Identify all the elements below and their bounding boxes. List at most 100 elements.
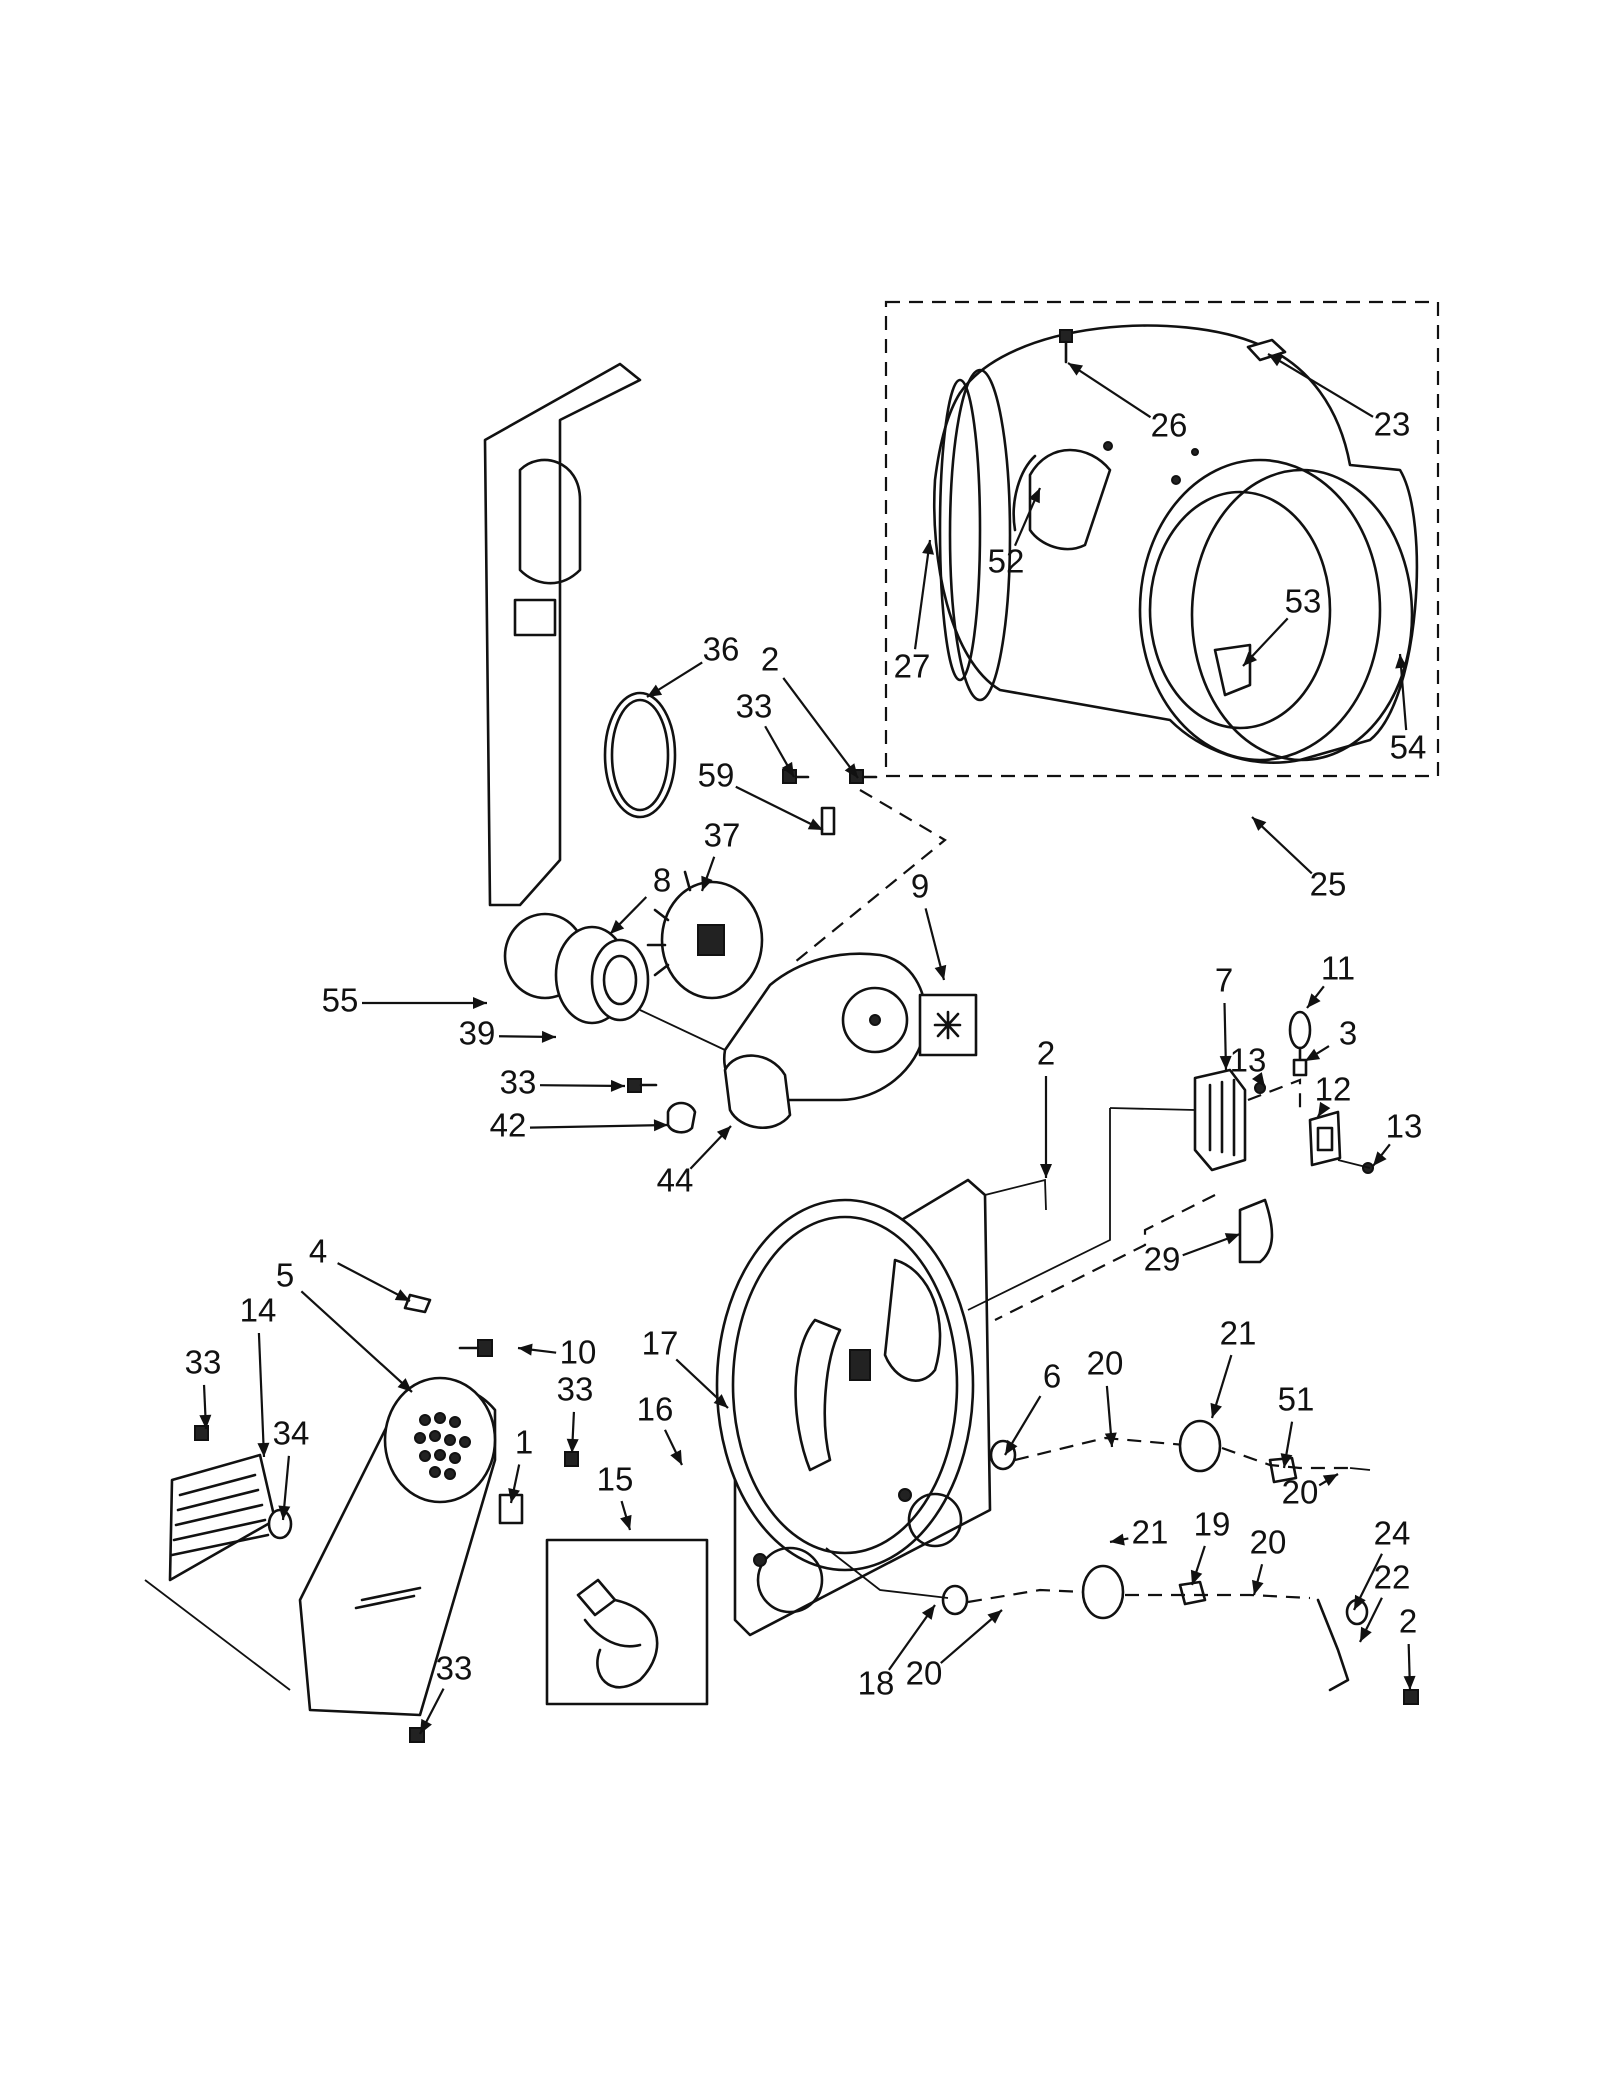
callout-c2a: 2 <box>761 641 779 678</box>
callout-leaders <box>199 353 1416 1735</box>
arrowhead-c33b <box>610 1079 625 1092</box>
arrowhead-c20d <box>987 1610 1002 1624</box>
arrowhead-c11 <box>1307 993 1321 1008</box>
callout-c7: 7 <box>1215 962 1233 999</box>
arrowhead-c33d <box>566 1438 579 1453</box>
arrowhead-c22 <box>1360 1626 1372 1642</box>
arrowhead-c54 <box>1395 654 1408 669</box>
arrowhead-c20c <box>1322 1474 1338 1487</box>
arrowhead-c3 <box>1305 1048 1321 1061</box>
arrowhead-c13a <box>1252 1072 1265 1087</box>
heater-assembly <box>144 1293 579 1743</box>
arrowhead-c34 <box>278 1505 291 1520</box>
callout-c16: 16 <box>637 1391 674 1428</box>
arrowhead-c51 <box>1280 1453 1293 1468</box>
arrowhead-c59 <box>807 818 823 830</box>
leader-c59 <box>735 785 824 831</box>
arrowhead-c16 <box>670 1449 682 1465</box>
callout-c1: 1 <box>515 1424 533 1461</box>
callout-c20d: 20 <box>906 1655 943 1692</box>
leader-c5 <box>300 1290 413 1393</box>
arrowhead-c26 <box>1068 363 1084 376</box>
callout-c21a: 21 <box>1220 1315 1257 1352</box>
callout-c13a: 13 <box>1230 1042 1267 1079</box>
arrowhead-c20a <box>1104 1432 1117 1447</box>
leader-c23 <box>1267 353 1374 418</box>
arrowhead-c55 <box>473 997 487 1009</box>
thermostat-parts <box>1109 1010 1374 1174</box>
callout-c51: 51 <box>1278 1381 1315 1418</box>
callout-c17: 17 <box>642 1325 679 1362</box>
arrowhead-c52 <box>1028 488 1040 504</box>
arrowhead-c17 <box>713 1394 728 1408</box>
arrowhead-c2b <box>1040 1164 1052 1178</box>
callout-c13b: 13 <box>1386 1108 1423 1145</box>
arrowhead-c21a <box>1210 1402 1222 1418</box>
callout-c37: 37 <box>704 817 741 854</box>
roller-parts <box>825 1419 1419 1705</box>
arrowhead-c2a <box>844 763 858 778</box>
callout-c8: 8 <box>653 862 671 899</box>
arrowhead-c9 <box>934 964 947 980</box>
callout-c44: 44 <box>657 1162 694 1199</box>
callout-c34: 34 <box>273 1415 310 1452</box>
arrowhead-c37 <box>701 875 713 891</box>
callout-c36: 36 <box>703 631 740 668</box>
callout-c2b: 2 <box>1037 1035 1055 1072</box>
callout-c33d: 33 <box>557 1371 594 1408</box>
callout-c18: 18 <box>858 1665 895 1702</box>
callout-c19: 19 <box>1194 1506 1231 1543</box>
arrowhead-c36 <box>647 684 663 697</box>
arrowhead-c19 <box>1190 1569 1203 1585</box>
blower-housing <box>483 362 978 1134</box>
callout-c26: 26 <box>1151 407 1188 444</box>
callout-c14: 14 <box>240 1292 277 1329</box>
arrowhead-c33a <box>781 761 794 777</box>
callout-c25: 25 <box>1310 866 1347 903</box>
callout-c10: 10 <box>560 1334 597 1371</box>
leader-c14 <box>257 1332 266 1458</box>
arrowhead-c5 <box>397 1378 412 1392</box>
drum-assembly <box>884 300 1440 778</box>
callout-c53: 53 <box>1285 583 1322 620</box>
leader-c27 <box>913 539 932 650</box>
callout-c33a: 33 <box>736 688 773 725</box>
arrowhead-c44 <box>716 1126 731 1141</box>
arrowhead-c29 <box>1224 1233 1240 1245</box>
arrowhead-c39 <box>541 1030 556 1043</box>
callout-c6: 6 <box>1043 1358 1061 1395</box>
callout-c15: 15 <box>597 1461 634 1498</box>
arrowhead-c14 <box>257 1442 270 1457</box>
arrowhead-c6 <box>1005 1439 1018 1455</box>
callout-c11: 11 <box>1321 950 1355 987</box>
callout-c20a: 20 <box>1087 1345 1124 1382</box>
arrowhead-c23 <box>1268 354 1284 367</box>
arrowhead-c20b <box>1251 1579 1264 1595</box>
callout-c20b: 20 <box>1250 1524 1287 1561</box>
arrowhead-c33c <box>199 1414 212 1429</box>
arrowhead-c1 <box>508 1488 520 1503</box>
arrowhead-c27 <box>922 540 935 555</box>
callout-c2c: 2 <box>1399 1603 1417 1640</box>
callout-c33e: 33 <box>436 1650 473 1687</box>
callout-c27: 27 <box>894 648 931 685</box>
arrowhead-c42 <box>653 1119 668 1132</box>
callout-c3: 3 <box>1339 1015 1357 1052</box>
leader-c33b <box>539 1084 626 1088</box>
arrowhead-c13b <box>1373 1151 1387 1166</box>
leader-c26 <box>1067 362 1152 419</box>
arrowhead-c15 <box>620 1514 632 1530</box>
arrowhead-c8 <box>610 919 625 934</box>
callout-c55: 55 <box>322 982 359 1019</box>
callout-c23: 23 <box>1374 406 1411 443</box>
callout-c5: 5 <box>276 1257 294 1294</box>
arrowhead-c53 <box>1243 651 1258 666</box>
arrowhead-c33e <box>420 1718 432 1734</box>
callout-c54: 54 <box>1390 729 1427 766</box>
arrowhead-c10 <box>518 1343 533 1356</box>
leader-c42 <box>529 1123 669 1129</box>
arrowhead-c7 <box>1219 1055 1232 1070</box>
arrowhead-c18 <box>921 1605 935 1620</box>
